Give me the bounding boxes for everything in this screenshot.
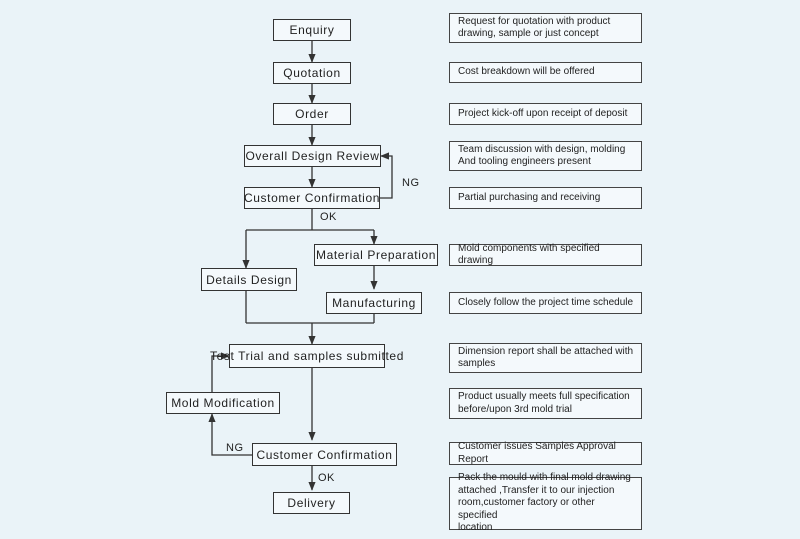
tag-ok-1: OK [320,211,337,223]
note-enquiry: Request for quotation with product drawi… [449,13,642,43]
ng-loop-1 [379,152,393,199]
note-design-review: Team discussion with design, molding And… [449,141,642,171]
note-order: Project kick-off upon receipt of deposit [449,103,642,125]
ng-loop-2 [208,413,252,456]
step-quotation: Quotation [273,62,351,84]
step-enquiry: Enquiry [273,19,351,41]
note-confirmation-text: Partial purchasing and receiving [458,191,601,203]
step-test-trial: Test Trial and samples submitted [210,344,403,368]
note-mold-trial-text: Product usually meets full specification… [458,391,630,415]
step-order: Order [273,103,351,125]
tag-ng-2: NG [226,442,244,454]
step-customer-confirmation-1: Customer Confirmation [244,187,380,209]
step-delivery: Delivery [273,492,350,514]
step-details-design: Details Design [201,268,297,291]
note-order-text: Project kick-off upon receipt of deposit [458,107,628,119]
note-test-trial-text: Dimension report shall be attached with … [458,345,634,370]
note-enquiry-text: Request for quotation with product drawi… [458,15,611,40]
note-manufacturing: Closely follow the project time schedule [449,292,642,314]
step-overall-design-review: Overall Design Review [244,145,381,167]
note-confirmation: Partial purchasing and receiving [449,187,642,209]
note-quotation-text: Cost breakdown will be offered [458,66,595,78]
tag-ng-1: NG [402,177,420,189]
note-delivery-text: Pack the mould with final mold drawing a… [458,472,631,534]
note-approval-text: Customer issues Samples Approval Report [458,441,616,465]
step-manufacturing: Manufacturing [326,292,422,314]
note-manufacturing-text: Closely follow the project time schedule [458,296,634,308]
note-material-text: Mold components with specified drawing [458,242,600,267]
note-mold-trial: Product usually meets full specification… [449,388,642,419]
note-approval: Customer issues Samples Approval Report [449,441,642,465]
note-design-review-text: Team discussion with design, molding And… [458,143,626,168]
step-mold-modification: Mold Modification [166,392,280,414]
step-material-preparation: Material Preparation [314,244,438,266]
step-customer-confirmation-2: Customer Confirmation [252,443,397,466]
tag-ok-2: OK [318,472,335,484]
note-quotation: Cost breakdown will be offered [449,62,642,83]
note-test-trial: Dimension report shall be attached with … [449,343,642,373]
note-delivery: Pack the mould with final mold drawing a… [449,472,642,533]
note-material: Mold components with specified drawing [449,242,642,267]
mold-mod-to-trial [211,352,230,393]
